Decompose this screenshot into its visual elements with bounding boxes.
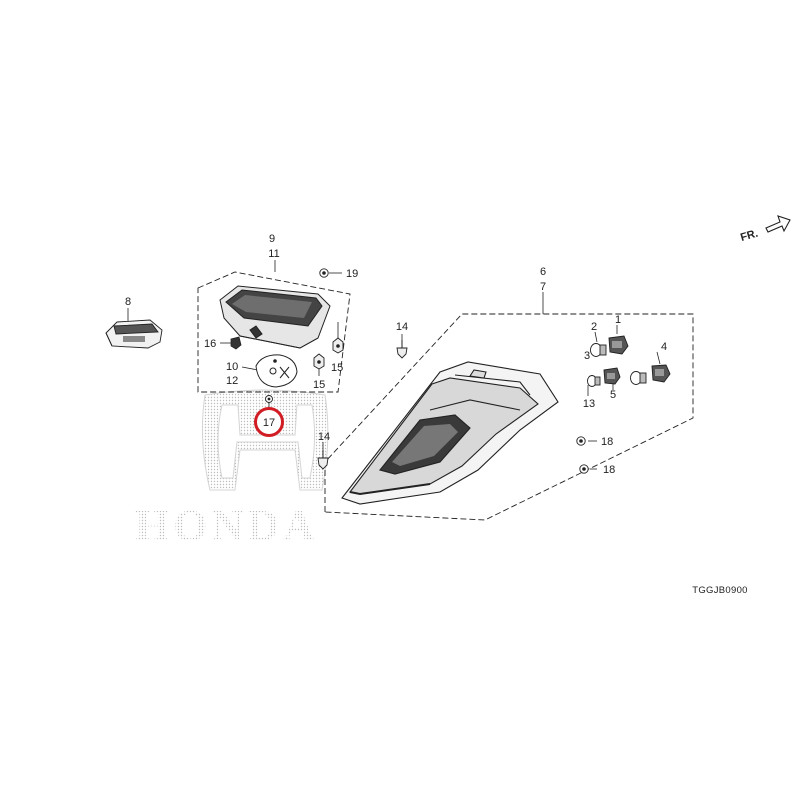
part-5-socket (603, 367, 621, 385)
label-part-13: 13 (583, 398, 595, 410)
label-part-15-upper: 15 (331, 362, 343, 374)
part-18-clip-upper (576, 436, 586, 446)
part-13-bulb (630, 371, 647, 385)
part-18-clip-lower (579, 464, 589, 474)
label-part-14-lower: 14 (318, 431, 330, 443)
part-15-nut-upper (332, 337, 344, 354)
label-part-18-lower: 18 (603, 464, 615, 476)
high-mount-stop-light (219, 285, 331, 349)
label-part-16: 16 (204, 338, 216, 350)
part-4-socket (651, 364, 671, 383)
honda-wordmark: HONDA (135, 501, 319, 550)
label-part-12: 12 (226, 375, 238, 387)
part-14-clip-upper (396, 340, 408, 359)
label-part-1: 1 (615, 314, 621, 326)
label-part-7: 7 (540, 281, 546, 293)
part-19-clip (319, 268, 329, 278)
part-15-nut-lower (313, 353, 325, 370)
label-part-17: 17 (263, 417, 275, 429)
part-8-sensor (105, 319, 163, 349)
label-part-4: 4 (661, 341, 667, 353)
part-1-socket (608, 335, 629, 355)
label-part-8: 8 (125, 296, 131, 308)
tail-light-assembly (341, 361, 559, 505)
label-part-19: 19 (346, 268, 358, 280)
part-17-screw (265, 395, 273, 403)
part-14-clip-lower (317, 450, 329, 470)
label-part-14-upper: 14 (396, 321, 408, 333)
part-16-grommet (230, 336, 242, 350)
label-part-15-lower: 15 (313, 379, 325, 391)
front-arrow-icon (765, 215, 791, 233)
part-labels: 9 11 6 7 8 19 16 10 12 14 15 15 14 2 1 4… (125, 233, 667, 476)
label-part-3: 3 (584, 350, 590, 362)
part-2-bulb (590, 343, 607, 357)
label-part-6: 6 (540, 266, 546, 278)
label-part-9: 9 (269, 233, 275, 245)
front-direction-label: FR. (739, 228, 759, 244)
honda-logo-watermark: HONDA (135, 389, 329, 550)
label-part-11: 11 (268, 248, 279, 260)
highlight-callout-part-17[interactable]: 17 (254, 407, 284, 437)
label-part-2: 2 (591, 321, 597, 333)
front-direction-indicator: FR. (739, 215, 791, 244)
part-10-12-gasket (255, 354, 298, 388)
honda-h-emblem (201, 389, 329, 491)
part-3-bulb (587, 375, 601, 387)
label-part-10: 10 (226, 361, 238, 373)
label-part-18-upper: 18 (601, 436, 613, 448)
diagram-code: TGGJB0900 (692, 585, 748, 596)
label-part-5: 5 (610, 389, 616, 401)
